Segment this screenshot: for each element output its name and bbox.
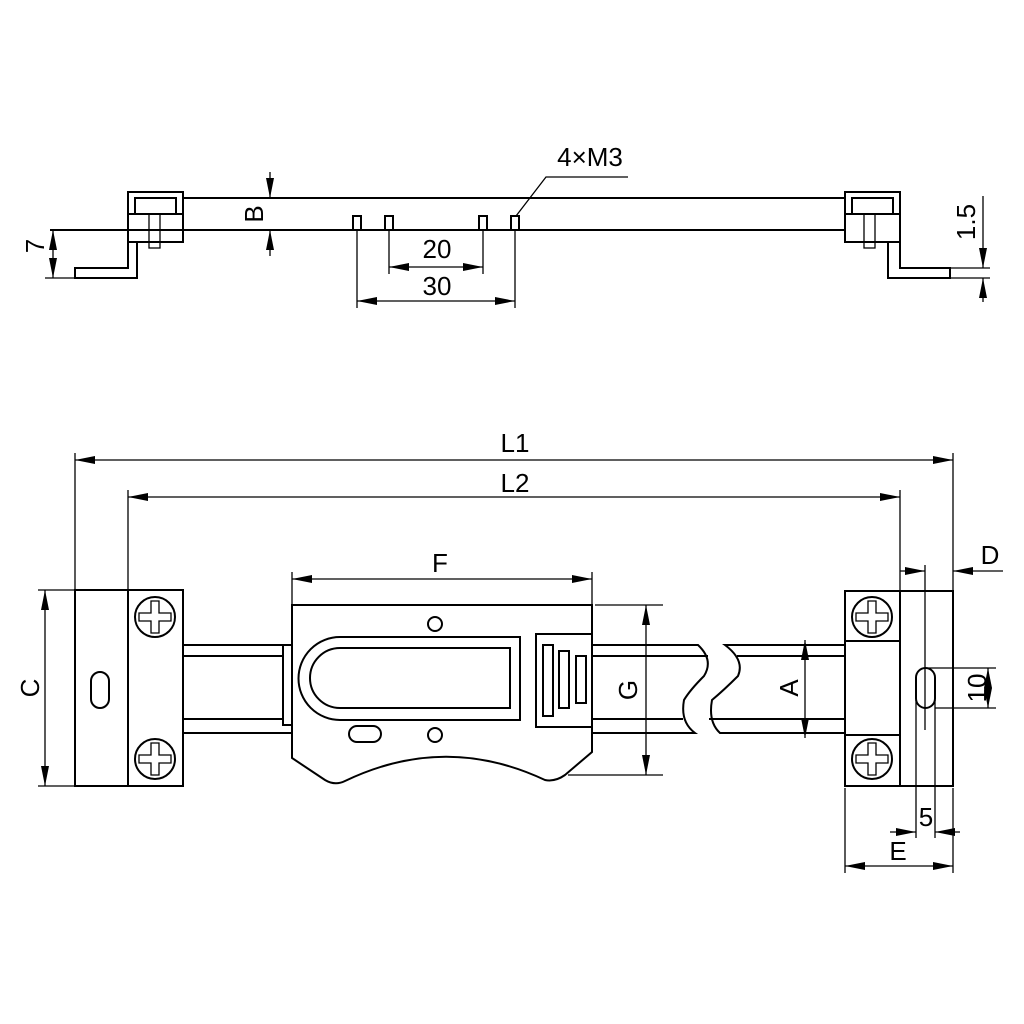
dimension-label: F — [432, 548, 448, 578]
button-panel — [535, 633, 593, 728]
phillips-screw-icon — [851, 596, 893, 638]
dimension-label: 1.5 — [951, 204, 981, 240]
left-end-block — [74, 589, 184, 787]
dimension-a: A — [774, 640, 809, 738]
left-bracket — [74, 191, 184, 279]
dimension-label: 30 — [423, 271, 452, 301]
button[interactable] — [558, 650, 570, 709]
callout-label: 4×M3 — [557, 142, 623, 172]
button[interactable] — [542, 644, 554, 717]
mounting-studs — [352, 215, 520, 231]
button-oval[interactable] — [348, 725, 382, 743]
dimension-label: L2 — [501, 468, 530, 498]
dimension-l1: L1 — [74, 428, 954, 590]
dimension-f: F — [291, 548, 593, 605]
dimension-label: 10 — [962, 674, 992, 703]
dimension-label: A — [774, 679, 804, 697]
screw-hole — [427, 727, 443, 743]
dimension-d: D — [900, 540, 1003, 575]
reader-body — [291, 604, 593, 785]
dimension-label: 5 — [919, 802, 933, 832]
dimension-g: G — [568, 604, 663, 776]
scale-bar-side — [50, 197, 845, 231]
button[interactable] — [575, 655, 587, 704]
screw-hole — [427, 616, 443, 632]
dimension-1-5: 1.5 — [950, 196, 990, 302]
display-frame — [297, 636, 521, 721]
dimension-b: B — [239, 172, 274, 256]
top-view: 7 B 20 30 4×M3 — [20, 142, 990, 308]
phillips-screw-icon — [134, 738, 176, 780]
phillips-screw-icon — [134, 596, 176, 638]
thread-callout: 4×M3 — [515, 142, 628, 217]
dimension-label: L1 — [501, 428, 530, 458]
dimension-l2: L2 — [127, 468, 901, 590]
dimension-c: C — [15, 589, 75, 787]
dimension-label: E — [889, 836, 906, 866]
dimension-30: 30 — [356, 230, 516, 308]
dimension-e: E — [844, 788, 954, 873]
dimension-label: G — [613, 680, 643, 700]
dimension-label: 7 — [20, 239, 50, 253]
mounting-slot — [90, 671, 110, 709]
screw-icon — [863, 213, 876, 249]
dimension-5: 5 — [890, 700, 960, 838]
dimension-label: C — [15, 679, 45, 698]
dimension-label: B — [239, 205, 269, 222]
phillips-screw-icon — [851, 738, 893, 780]
dimension-20: 20 — [388, 230, 484, 274]
dimension-label: D — [981, 540, 1000, 570]
right-end-block — [844, 565, 954, 787]
front-view: L1 L2 C — [15, 428, 1003, 873]
scale-rail — [183, 644, 845, 734]
right-bracket — [844, 191, 951, 279]
lcd-display — [309, 647, 511, 709]
dimension-7: 7 — [20, 230, 75, 279]
dimension-label: 20 — [423, 234, 452, 264]
dimension-10: 10 — [925, 667, 996, 709]
